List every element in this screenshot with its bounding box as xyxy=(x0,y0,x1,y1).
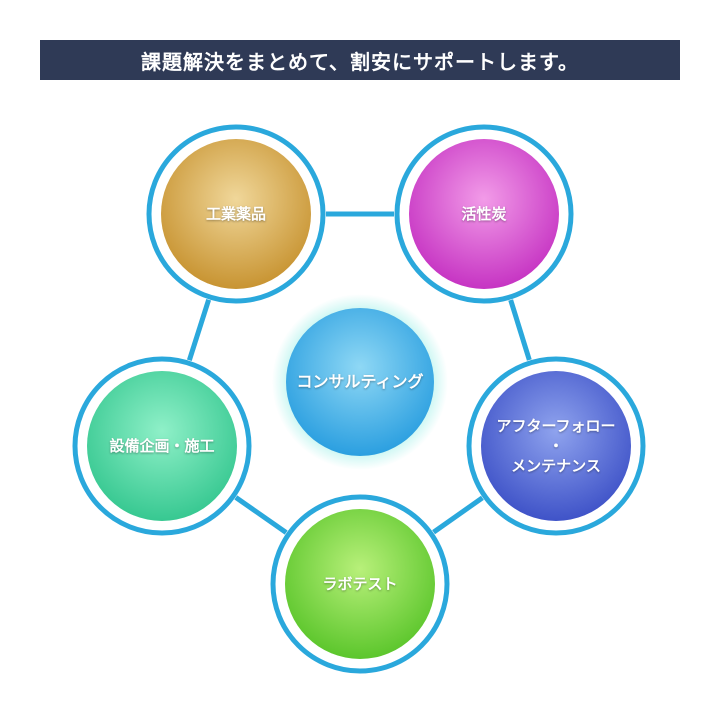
node-label-line: ・ xyxy=(548,437,564,455)
node-label-after-follow-maintenance: アフターフォロー・メンテナンス xyxy=(496,416,615,476)
header-banner: 課題解決をまとめて、割安にサポートします。 xyxy=(40,40,680,80)
node-circle xyxy=(161,139,311,289)
node-label-lab-test: ラボテスト xyxy=(322,574,397,594)
banner-title: 課題解決をまとめて、割安にサポートします。 xyxy=(141,49,579,74)
node-label-line: 活性炭 xyxy=(461,205,507,223)
node-label-line: 工業薬品 xyxy=(205,205,267,223)
node-label-industrial-chemicals: 工業薬品 xyxy=(206,204,266,224)
node-after-follow-maintenance xyxy=(466,356,646,536)
diagram-connectors xyxy=(186,211,532,535)
connector-line xyxy=(432,495,484,535)
node-activated-carbon xyxy=(394,124,574,304)
node-label-equipment-planning-construction: 設備企画・施工 xyxy=(109,436,214,456)
node-circle xyxy=(285,509,435,659)
node-consulting xyxy=(272,294,448,470)
node-circle xyxy=(481,371,631,521)
node-label-line: ラボテスト xyxy=(322,575,398,593)
node-industrial-chemicals xyxy=(146,124,326,304)
diagram-nodes xyxy=(72,124,646,674)
node-equipment-planning-construction xyxy=(72,356,252,536)
node-circle xyxy=(409,139,559,289)
center-label: コンサルティング xyxy=(296,372,424,391)
node-label-activated-carbon: 活性炭 xyxy=(461,204,506,224)
node-label-line: メンテナンス xyxy=(511,457,601,475)
node-label-line: アフターフォロー xyxy=(496,417,616,435)
node-circle xyxy=(87,371,237,521)
center-circle xyxy=(286,308,434,456)
connector-line xyxy=(186,298,212,362)
node-label-line: 設備企画・施工 xyxy=(109,437,215,455)
connector-line xyxy=(234,495,288,535)
connector-line xyxy=(508,299,532,361)
node-lab-test xyxy=(270,494,450,674)
